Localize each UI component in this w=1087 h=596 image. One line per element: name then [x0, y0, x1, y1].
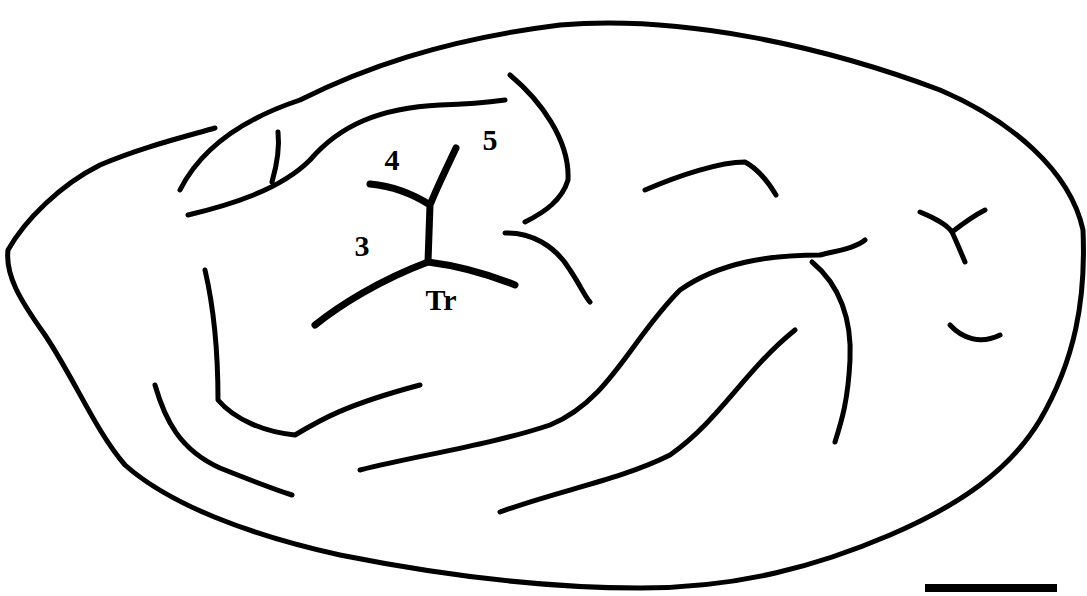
brain-outline — [8, 23, 1084, 588]
sulcus — [510, 75, 568, 222]
sulcus — [645, 162, 776, 195]
sulcus — [950, 325, 1000, 340]
sulcus — [272, 132, 279, 182]
callout-label: 3 — [353, 231, 372, 261]
callout-label: 5 — [481, 125, 500, 155]
sulcus — [920, 210, 985, 262]
sulcus — [188, 100, 505, 215]
sulcus — [500, 330, 795, 512]
sulcus — [812, 262, 850, 442]
sulcus — [205, 270, 420, 435]
sulcus — [155, 385, 292, 495]
sulcus — [360, 240, 865, 470]
callout-label: Tr — [423, 285, 458, 315]
sulcus — [505, 233, 590, 302]
sulcus-tr — [315, 262, 515, 325]
scale-bar — [925, 584, 1057, 592]
callout-label: 4 — [383, 145, 402, 175]
